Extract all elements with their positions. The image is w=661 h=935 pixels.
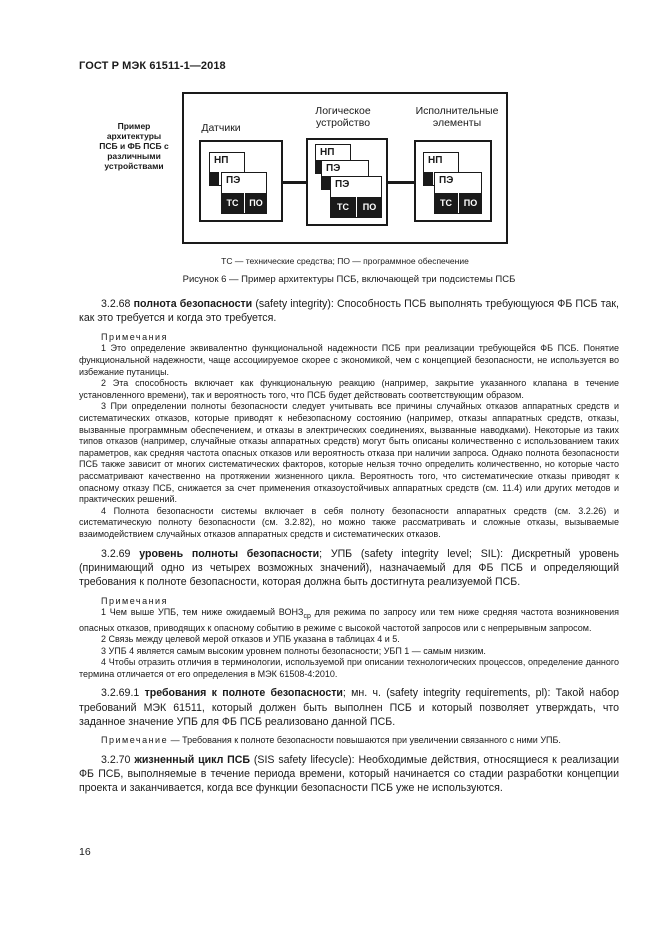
channel-tab <box>321 176 331 190</box>
notes-header: Примечания <box>101 596 168 607</box>
subsystem-sensors: НП ПЭ ТС ПО <box>199 140 283 222</box>
page-number: 16 <box>79 846 91 858</box>
connector-sensors-logic <box>282 181 306 184</box>
document-header: ГОСТ Р МЭК 61511-1—2018 <box>79 60 226 72</box>
figure-side-caption: Пример архитектуры ПСБ и ФБ ПСБ с различ… <box>99 121 169 171</box>
connector-logic-actuators <box>388 181 414 184</box>
term-3-2-70: 3.2.70 жизненный цикл ПСБ (SIS safety li… <box>79 753 619 795</box>
term-3-2-68: 3.2.68 полнота безопасности (safety inte… <box>79 298 619 325</box>
hw-block: ТС <box>330 197 356 218</box>
note-item: 4 Полнота безопасности системы включает … <box>79 505 619 539</box>
figure-caption: Рисунок 6 — Пример архитектуры ПСБ, вклю… <box>182 274 516 285</box>
term-title: требования к полноте безопасности <box>144 687 343 700</box>
notes-header: Примечания <box>101 332 168 343</box>
term-title: уровень полноты безопасности <box>139 547 320 560</box>
channel-tab <box>209 172 219 186</box>
note-item: 3 УПБ 4 является самым высоким уровнем п… <box>101 645 486 656</box>
sw-block: ПО <box>459 193 482 214</box>
note-item: 3 При определении полноты безопасности с… <box>79 401 619 505</box>
subsystem-label-actuators: Исполнительные элементы <box>415 105 499 129</box>
hw-block: ТС <box>221 193 244 214</box>
term-title: полнота безопасности <box>133 298 253 310</box>
sw-block: ПО <box>357 197 382 218</box>
note-single: Примечание — Требования к полноте безопа… <box>101 735 561 746</box>
note-item: 1 Это определение эквивалентно функциона… <box>79 343 619 377</box>
subsystem-label-logic: Логическое устройство <box>315 105 371 129</box>
term-3-2-69-1: 3.2.69.1 требования к полноте безопаснос… <box>79 687 619 728</box>
note-item: 4 Чтобы отразить отличия в терминологии,… <box>79 657 619 679</box>
note-item: 2 Связь между целевой мерой отказов и УП… <box>101 634 400 645</box>
subsystem-label-sensors: Датчики <box>201 122 241 134</box>
note-item: 1 Чем выше УПБ, тем ниже ожидаемый ВОНЗс… <box>79 607 620 633</box>
hw-block: ТС <box>434 193 458 214</box>
subsystem-logic: НП ПЭ ПЭ ТС ПО <box>306 138 388 226</box>
note-item: 2 Эта способность включает как функциона… <box>79 378 619 400</box>
body-text: 3.2.68 полнота безопасности (safety inte… <box>79 297 619 801</box>
figure-frame: Датчики Логическое устройство Исполнител… <box>182 92 508 244</box>
channel-tab <box>315 160 325 174</box>
term-title: жизненный цикл ПСБ <box>134 753 251 766</box>
term-3-2-69: 3.2.69 уровень полноты безопасности; УПБ… <box>79 547 619 588</box>
subsystem-actuators: НП ПЭ ТС ПО <box>414 140 492 222</box>
figure-legend: ТС — технические средства; ПО — программ… <box>221 256 469 266</box>
sw-block: ПО <box>245 193 267 214</box>
channel-tab <box>423 172 433 186</box>
